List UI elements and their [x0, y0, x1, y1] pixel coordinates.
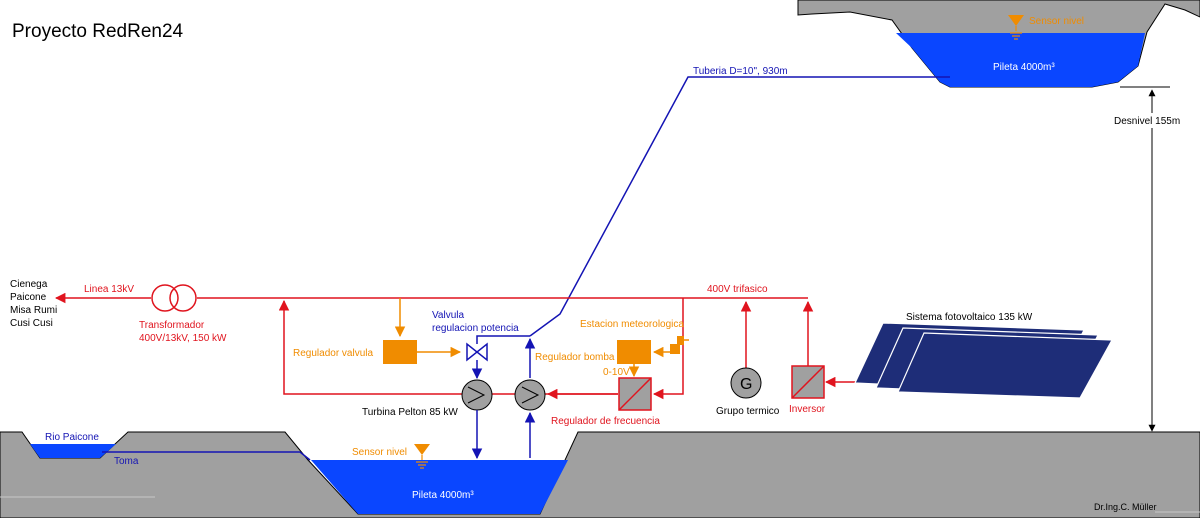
valve-regulator-label: Regulador valvula	[293, 348, 373, 359]
lower-sensor-icon	[414, 444, 430, 469]
lower-terrain	[0, 431, 1200, 518]
author-label: Dr.Ing.C. Müller	[1094, 502, 1157, 512]
penstock-to-valve	[476, 335, 530, 344]
pump-icon	[514, 379, 546, 411]
inverter-label: Inversor	[789, 404, 826, 415]
river-water	[30, 444, 116, 458]
valve-icon	[466, 342, 488, 362]
thermal-group-label: Grupo termico	[716, 406, 780, 417]
upper-reservoir-water	[896, 33, 1145, 87]
river-label: Rio Paicone	[45, 432, 99, 443]
upper-reservoir-label: Pileta 4000m³	[993, 62, 1055, 73]
height-label-bg	[1111, 113, 1193, 128]
height-label: Desnivel 155m	[1114, 116, 1180, 127]
destination-4: Cusi Cusi	[10, 318, 53, 329]
destination-1: Cienega	[10, 279, 48, 290]
penstock-pipe	[529, 76, 950, 337]
weather-station-label: Estacion meteorologica	[580, 319, 684, 330]
valve-label-line1: Valvula	[432, 310, 464, 321]
freq-regulator-icon	[618, 377, 652, 411]
intake-pipe	[102, 451, 311, 461]
transformer-title: Transformador	[139, 320, 205, 331]
valve-label-line2: regulacion potencia	[432, 323, 519, 334]
page-title: Proyecto RedRen24	[12, 21, 184, 42]
inverter-icon	[791, 365, 825, 399]
bus-400v-label: 400V trifasico	[707, 284, 768, 295]
turbine-icon	[461, 379, 493, 411]
destination-3: Misa Rumi	[10, 305, 57, 316]
pipe-label: Tuberia D=10", 930m	[693, 66, 788, 77]
valve-regulator-box	[383, 340, 417, 364]
lower-reservoir-label: Pileta 4000m³	[412, 490, 474, 501]
freq-regulator-label: Regulador de frecuencia	[551, 416, 660, 427]
lower-reservoir-water	[311, 460, 568, 514]
pump-regulator-label: Regulador bomba	[535, 352, 615, 363]
upper-sensor-icon	[1008, 15, 1024, 40]
turbine-label: Turbina Pelton 85 kW	[362, 407, 458, 418]
pv-system-label: Sistema fotovoltaico 135 kW	[906, 312, 1033, 323]
signal-range-label: 0-10V	[603, 367, 630, 378]
pump-regulator-box	[617, 340, 651, 364]
upper-sensor-label: Sensor nivel	[1029, 16, 1084, 27]
intake-label: Toma	[114, 456, 139, 467]
transformer-icon	[151, 284, 197, 312]
turbine-feed-line	[278, 299, 618, 395]
lower-sensor-label: Sensor nivel	[352, 447, 407, 458]
generator-icon	[730, 367, 762, 399]
pv-panels-icon	[854, 322, 1113, 399]
line-13kv-label: Linea 13kV	[84, 284, 134, 295]
generator-symbol: G	[740, 376, 752, 393]
destination-2: Paicone	[10, 292, 47, 303]
weather-station-icon	[670, 336, 689, 354]
transformer-spec: 400V/13kV, 150 kW	[139, 333, 227, 344]
bus-to-freq-reg	[652, 298, 684, 400]
